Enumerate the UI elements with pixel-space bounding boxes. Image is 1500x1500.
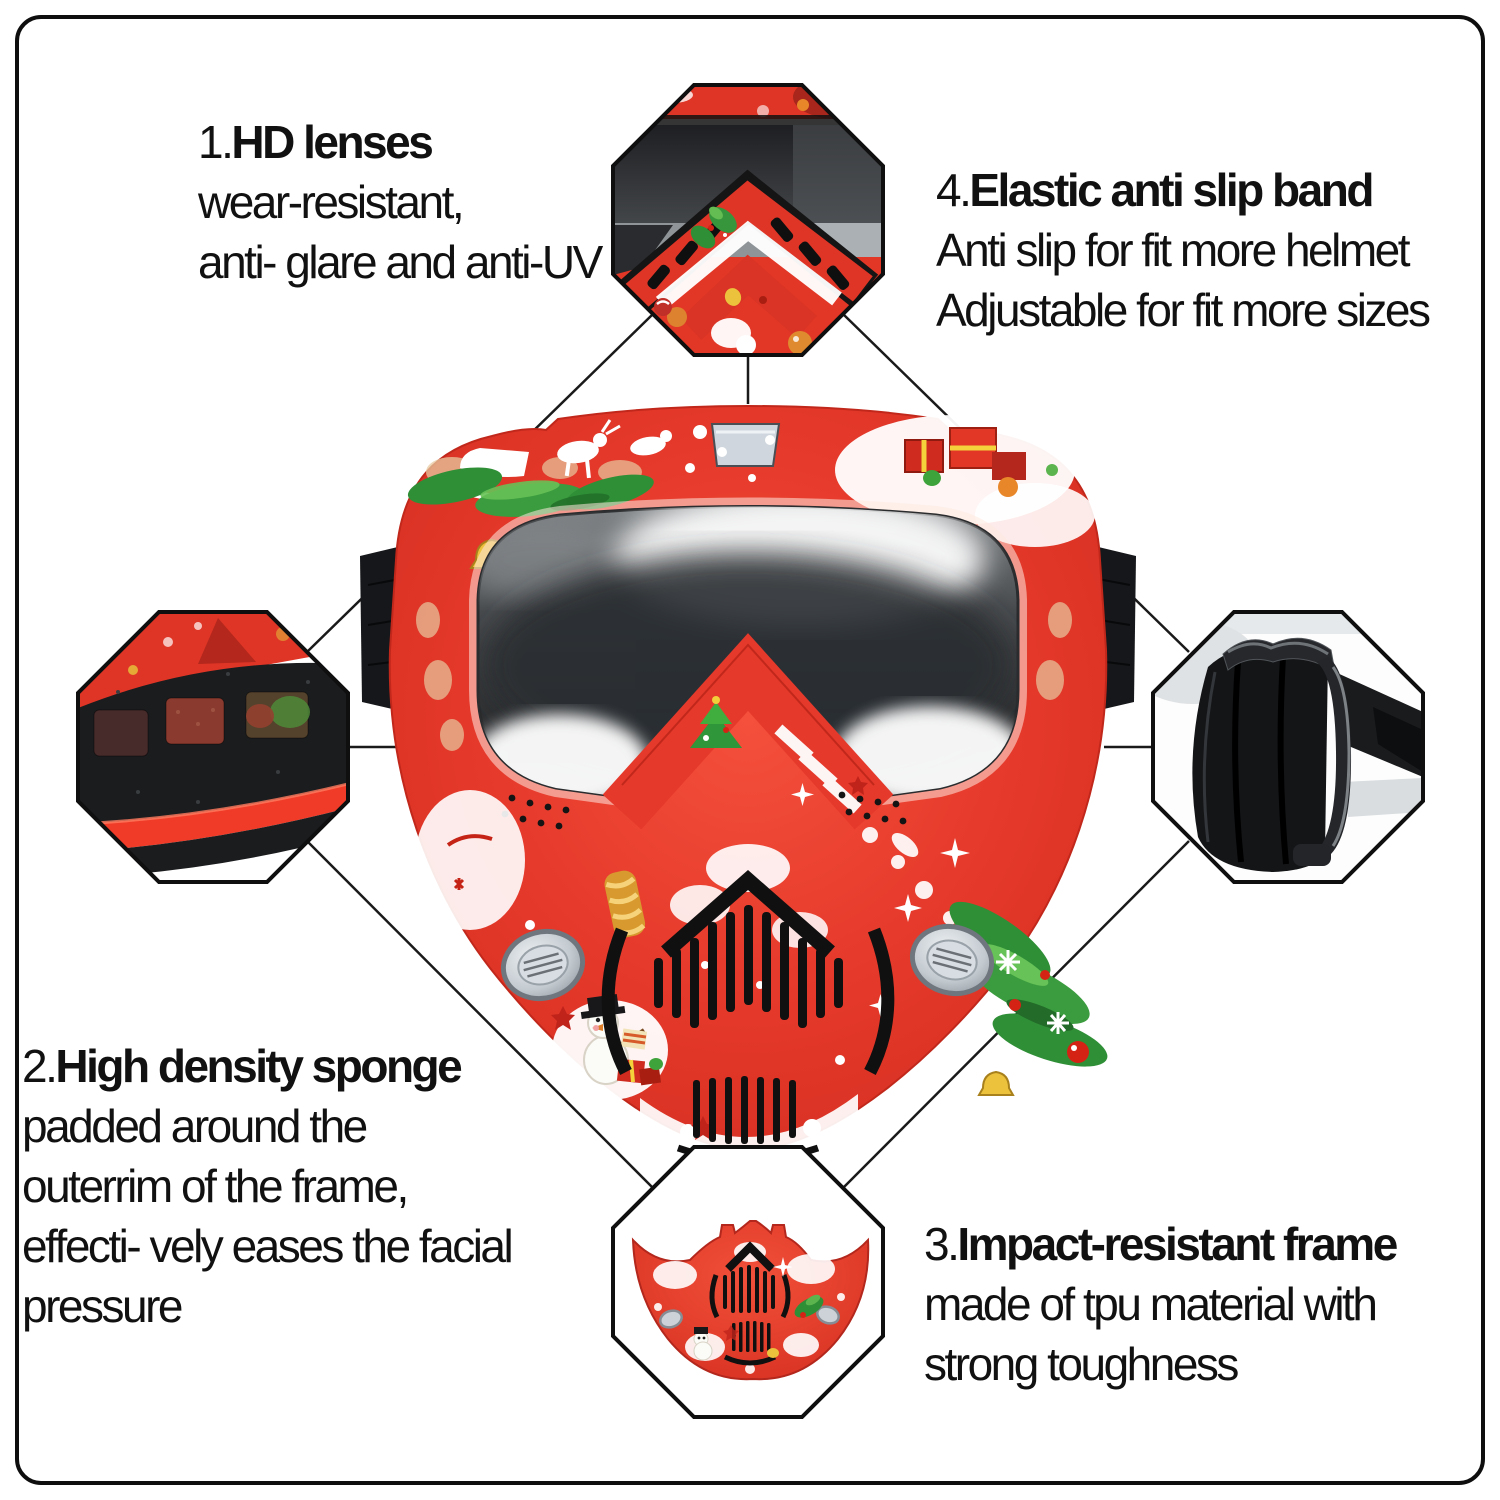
feature-1-line-1: wear-resistant, <box>198 176 465 228</box>
feature-4-title: 4.Elastic anti slip band <box>936 160 1429 220</box>
feature-2-line-1: padded around the <box>22 1100 368 1152</box>
product-mask-photo <box>360 404 1136 1168</box>
connector-line-bottom-left <box>306 840 654 1189</box>
sparkle-stars <box>791 783 970 1017</box>
callout-chin-guard <box>611 1145 885 1419</box>
feature-3-line-2: strong toughness <box>924 1338 1239 1390</box>
cheek-vent-right <box>909 923 995 997</box>
feature-3-number: 3. <box>924 1218 960 1270</box>
christmas-print-top <box>407 415 1095 592</box>
feature-1-hd-lenses: 1.HD lenses wear-resistant, anti- glare … <box>198 112 603 292</box>
feature-2-sponge: 2.High density sponge padded around the … <box>22 1036 514 1336</box>
feature-2-number: 2. <box>22 1040 58 1092</box>
feature-1-title-text: HD lenses <box>231 116 433 168</box>
feature-4-number: 4. <box>936 164 972 216</box>
feature-4-line-2: Adjustable for fit more sizes <box>936 284 1431 336</box>
feature-2-line-3: effecti- vely eases the facial <box>22 1220 514 1272</box>
feature-2-title: 2.High density sponge <box>22 1036 511 1096</box>
feature-4-title-text: Elastic anti slip band <box>969 164 1374 216</box>
top-vent <box>710 423 781 467</box>
feature-3-title: 3.Impact-resistant frame <box>924 1214 1398 1274</box>
feature-3-frame: 3.Impact-resistant frame made of tpu mat… <box>924 1214 1398 1394</box>
feature-2-title-text: High density sponge <box>55 1040 462 1092</box>
feature-4-elastic-band: 4.Elastic anti slip band Anti slip for f… <box>936 160 1431 340</box>
feature-1-line-2: anti- glare and anti-UV <box>198 236 603 288</box>
feature-1-number: 1. <box>198 116 234 168</box>
callout-sponge-padding <box>76 610 350 884</box>
nose-bridge <box>602 633 894 830</box>
feature-3-line-1: made of tpu material with <box>924 1278 1378 1330</box>
callout-band-buckle <box>1151 610 1425 884</box>
feature-2-line-4: pressure <box>22 1280 183 1332</box>
goggle-lens <box>469 497 1027 830</box>
feature-3-title-text: Impact-resistant frame <box>957 1218 1398 1270</box>
cheek-vent-left <box>500 928 586 1002</box>
callout-strap-slot <box>611 83 885 357</box>
feature-2-line-2: outerrim of the frame, <box>22 1160 409 1212</box>
feature-1-title: 1.HD lenses <box>198 112 601 172</box>
feature-4-line-1: Anti slip for fit more helmet <box>936 224 1411 276</box>
